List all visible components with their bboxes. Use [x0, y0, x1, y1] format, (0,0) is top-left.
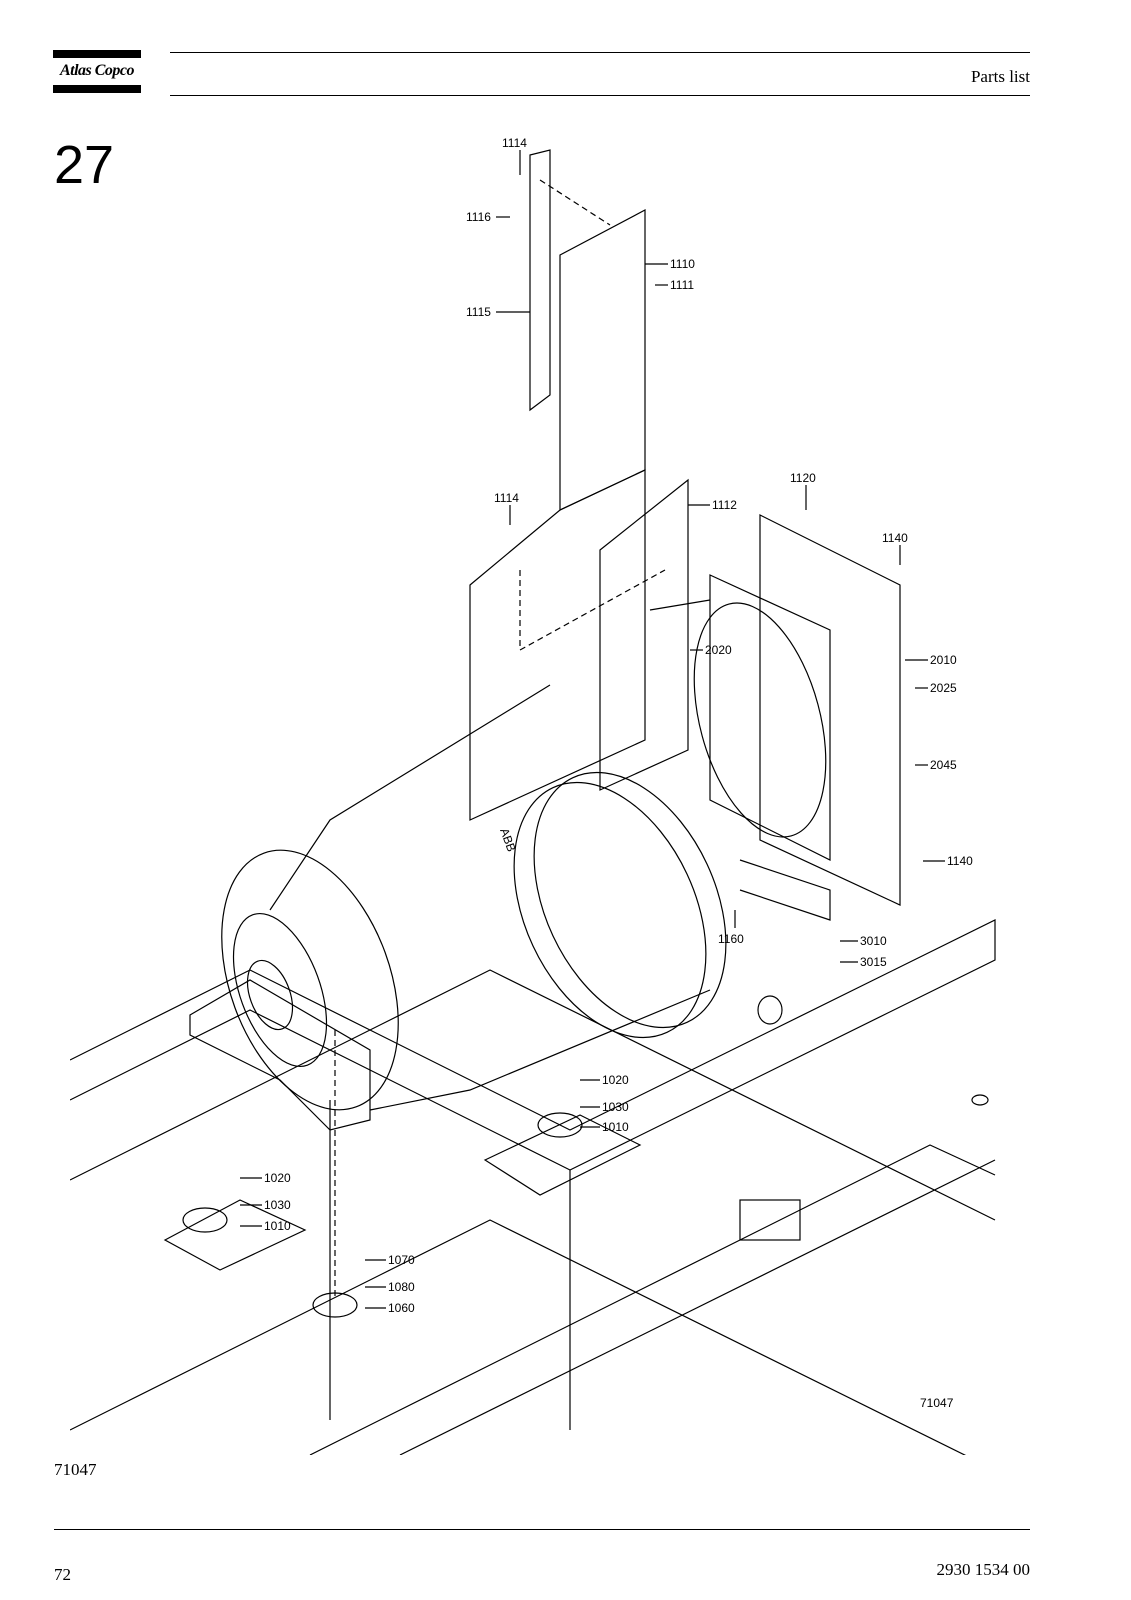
- callout-1060: 1060: [388, 1301, 415, 1315]
- page-number: 72: [54, 1565, 71, 1584]
- callout-2010: 2010: [930, 653, 957, 667]
- callout-3015: 3015: [860, 955, 887, 969]
- callout-1030: 1030: [602, 1100, 629, 1114]
- callout-1070: 1070: [388, 1253, 415, 1267]
- drawing-code-inside: 71047: [920, 1396, 954, 1410]
- callout-2045: 2045: [930, 758, 957, 772]
- callout-1111: 1111: [670, 278, 694, 292]
- figure-number: 27: [54, 135, 115, 195]
- anti-vibration-mounts: [163, 1030, 642, 1318]
- callout-1115: 1115: [466, 305, 491, 319]
- header-rule-top: [170, 52, 1030, 53]
- callout-1020: 1020: [264, 1171, 291, 1185]
- header-rule-bottom: [170, 95, 1030, 96]
- callout-1112: 1112: [712, 498, 737, 512]
- base-frame: [70, 919, 996, 1455]
- atlas-copco-logo: Atlas Copco: [53, 50, 141, 94]
- logo-bar-top: [53, 50, 141, 58]
- callout-labels: 1114 1116 1110 1111 1115 1114 1112 1120 …: [240, 136, 973, 1315]
- footer-rule: [54, 1529, 1030, 1530]
- callout-2020: 2020: [705, 643, 732, 657]
- abb-electric-motor: ABB: [189, 684, 727, 1131]
- logo-text: Atlas Copco: [59, 62, 135, 79]
- abb-mark: ABB: [497, 826, 518, 853]
- logo-bar-bottom: [53, 85, 141, 93]
- callout-3010: 3010: [860, 934, 887, 948]
- callout-1120: 1120: [790, 471, 816, 485]
- callout-1114: 1114: [494, 491, 519, 505]
- callout-1140: 1140: [882, 531, 908, 545]
- fan-cowl-assembly: [649, 514, 901, 921]
- callout-1010: 1010: [264, 1219, 291, 1233]
- callout-1020: 1020: [602, 1073, 629, 1087]
- document-number: 2930 1534 00: [936, 1560, 1031, 1579]
- air-duct-panels: [469, 149, 689, 821]
- callout-1160: 1160: [718, 932, 744, 946]
- callout-1116: 1116: [466, 210, 491, 224]
- exploded-parts-drawing: ABB: [70, 130, 1030, 1455]
- callout-1140: 1140: [947, 854, 973, 868]
- callout-1080: 1080: [388, 1280, 415, 1294]
- callout-1030: 1030: [264, 1198, 291, 1212]
- callout-1114: 1114: [502, 136, 527, 150]
- callout-1010: 1010: [602, 1120, 629, 1134]
- callout-1110: 1110: [670, 257, 695, 271]
- section-title: Parts list: [970, 67, 1030, 86]
- drawing-caption-code: 71047: [54, 1460, 97, 1479]
- callout-2025: 2025: [930, 681, 957, 695]
